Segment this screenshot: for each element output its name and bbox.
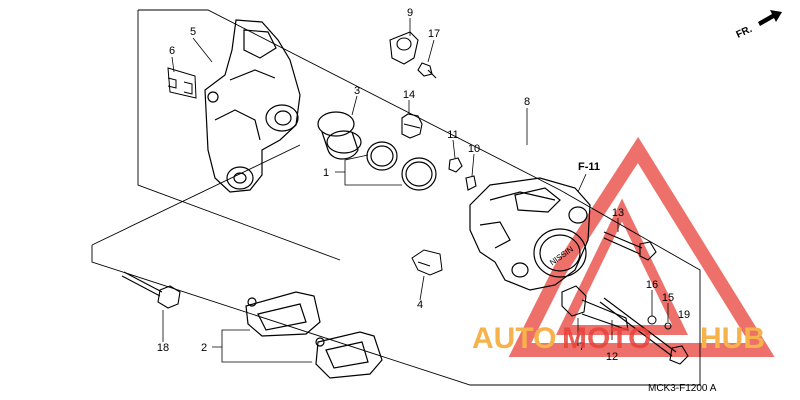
pad-retainer	[411, 249, 443, 276]
assembly-frame	[91, 9, 701, 386]
bleeder-screw	[448, 157, 477, 191]
brake-pad-lower	[315, 331, 383, 379]
part-label-6: 6	[169, 45, 175, 57]
piston	[317, 111, 362, 160]
frame-left	[137, 10, 341, 261]
frame-bottom	[91, 245, 585, 386]
frame-link	[91, 144, 301, 246]
small-bolt	[417, 62, 437, 79]
part-label-3: 3	[354, 85, 360, 97]
pad-pin-bolt	[121, 271, 181, 309]
part-label-8: 8	[524, 96, 530, 108]
part-label-7: 7	[579, 341, 585, 353]
caliper-body	[469, 177, 591, 291]
watermark-logo	[508, 136, 775, 357]
drawing-code: MCK3-F1200 A	[648, 383, 717, 394]
watermark-moto: MOTO	[562, 322, 651, 355]
pin-sleeve	[561, 285, 629, 331]
section-reference-leader	[577, 173, 587, 193]
part-label-19: 19	[678, 309, 690, 321]
pin-boot	[401, 113, 423, 139]
pin-clip	[389, 31, 419, 65]
watermark-hub: HUB	[700, 322, 765, 355]
front-direction-indicator: FR.	[735, 10, 782, 41]
caliper-bracket	[204, 19, 301, 193]
mounting-bolt	[599, 297, 689, 365]
part-label-16: 16	[646, 279, 658, 291]
section-reference: F-11	[578, 161, 600, 173]
piston-seals	[366, 141, 437, 191]
pad-spring	[167, 67, 197, 99]
frame-right	[138, 9, 701, 386]
brake-pad-upper	[245, 291, 321, 337]
part-label-15: 15	[662, 292, 674, 304]
front-arrow-icon	[758, 10, 782, 26]
part-label-10: 10	[468, 143, 480, 155]
part-label-14: 14	[403, 89, 415, 101]
part-label-5: 5	[190, 26, 196, 38]
part-labels: 5 6 3 1 9 17 14 11 10 8 13 16 15 19 12 7…	[157, 7, 690, 363]
watermark-auto: AUTO	[472, 322, 556, 355]
part-label-1: 1	[323, 167, 329, 179]
part-label-2: 2	[201, 342, 207, 354]
part-label-12: 12	[606, 351, 618, 363]
leader-lines	[162, 18, 669, 363]
slide-pin	[603, 231, 657, 261]
part-label-9: 9	[407, 7, 413, 19]
part-label-13: 13	[612, 207, 624, 219]
part-label-18: 18	[157, 342, 169, 354]
watermark-text: AUTO MOTO HUB	[472, 322, 765, 355]
front-label: FR.	[735, 24, 754, 41]
part-label-11: 11	[447, 129, 458, 141]
watermark-triangle-outer	[508, 136, 775, 357]
part-label-17: 17	[428, 28, 440, 40]
part-label-4: 4	[417, 299, 423, 311]
watermark-triangle-inner	[556, 198, 688, 335]
